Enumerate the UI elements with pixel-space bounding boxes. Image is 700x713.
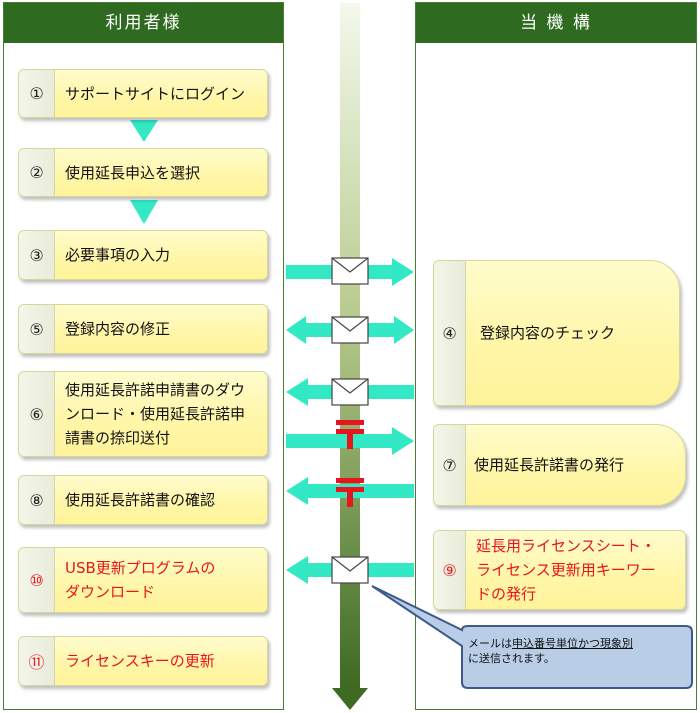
step-6-label: 使用延長許諾申請書のダウ ンロード・使用延長許諾申 請書の捺印送付 xyxy=(65,372,259,456)
step-9-label: 延長用ライセンスシート・ ライセンス更新用キーワー ドの発行 xyxy=(476,531,677,609)
step-3-number: ③ xyxy=(19,231,55,279)
timeline-shaft xyxy=(340,3,360,688)
mail-icon xyxy=(331,378,369,406)
step-2-label: 使用延長申込を選択 xyxy=(65,163,201,182)
step-4-box: ④ 登録内容のチェック xyxy=(433,260,680,406)
step-2-number: ② xyxy=(19,149,55,196)
callout-prefix: メールは xyxy=(468,637,512,650)
step-8-label: 使用延長許諾書の確認 xyxy=(65,491,216,509)
arrow-step2-to-step3 xyxy=(130,200,158,224)
step-8-box: ⑧ 使用延長許諾書の確認 xyxy=(18,475,268,525)
step-7-label: 使用延長許諾書の発行 xyxy=(474,456,625,474)
step-9-label-line1: 延長用ライセンスシート・ xyxy=(476,537,656,555)
callout-underlined: 申込番号単位かつ現象別 xyxy=(512,637,633,650)
step-1-label: サポートサイトにログイン xyxy=(65,84,246,103)
timeline-arrowhead xyxy=(332,688,368,710)
step-8-number: ⑧ xyxy=(19,476,55,524)
lane-organization-title: 当 機 構 xyxy=(416,3,696,43)
step-3-box: ③ 必要事項の入力 xyxy=(18,230,268,280)
step-2-box: ② 使用延長申込を選択 xyxy=(18,148,268,197)
step-3-label: 必要事項の入力 xyxy=(65,246,171,264)
step-9-label-line2: ライセンス更新用キーワー xyxy=(476,561,656,579)
step-7-number: ⑦ xyxy=(434,425,466,505)
mail-icon xyxy=(331,316,369,344)
step-10-label: USB更新プログラムの ダウンロード xyxy=(65,548,259,612)
mail-icon xyxy=(331,556,369,584)
step-6-label-line3: 請書の捺印送付 xyxy=(65,429,171,447)
step-11-label: ライセンスキーの更新 xyxy=(65,652,215,670)
step-7-box: ⑦ 使用延長許諾書の発行 xyxy=(433,424,686,506)
step-9-number: ⑨ xyxy=(434,531,466,609)
postal-mark-icon xyxy=(336,420,364,449)
step-1-box: ① サポートサイトにログイン xyxy=(18,69,268,118)
step-9-label-line3: ドの発行 xyxy=(476,585,537,603)
step-5-box: ⑤ 登録内容の修正 xyxy=(18,304,268,354)
step-5-label: 登録内容の修正 xyxy=(65,320,171,338)
step-10-label-line1: USB更新プログラムの xyxy=(65,559,216,577)
step-6-box: ⑥ 使用延長許諾申請書のダウ ンロード・使用延長許諾申 請書の捺印送付 xyxy=(18,371,268,457)
step-1-number: ① xyxy=(19,70,55,117)
step-4-label: 登録内容のチェック xyxy=(480,324,616,342)
callout-suffix: に送信されます。 xyxy=(468,652,555,665)
callout-note: メールは申込番号単位かつ現象別 に送信されます。 xyxy=(468,636,694,666)
step-10-number: ⑩ xyxy=(19,548,55,612)
callout-bubble xyxy=(371,585,693,689)
step-6-label-line2: ンロード・使用延長許諾申 xyxy=(65,405,246,423)
mail-icon xyxy=(331,257,369,285)
step-10-label-line2: ダウンロード xyxy=(65,583,156,601)
step-4-number: ④ xyxy=(434,261,466,405)
step-9-box: ⑨ 延長用ライセンスシート・ ライセンス更新用キーワー ドの発行 xyxy=(433,530,686,610)
step-5-number: ⑤ xyxy=(19,305,55,353)
step-11-number: ⑪ xyxy=(19,637,55,685)
arrow-step1-to-step2 xyxy=(130,120,158,142)
step-6-number: ⑥ xyxy=(19,372,55,456)
step-10-box: ⑩ USB更新プログラムの ダウンロード xyxy=(18,547,268,613)
step-11-box: ⑪ ライセンスキーの更新 xyxy=(18,636,268,686)
lane-user-title: 利用者様 xyxy=(4,3,283,43)
step-6-label-line1: 使用延長許諾申請書のダウ xyxy=(65,381,246,399)
postal-mark-icon xyxy=(336,478,364,507)
